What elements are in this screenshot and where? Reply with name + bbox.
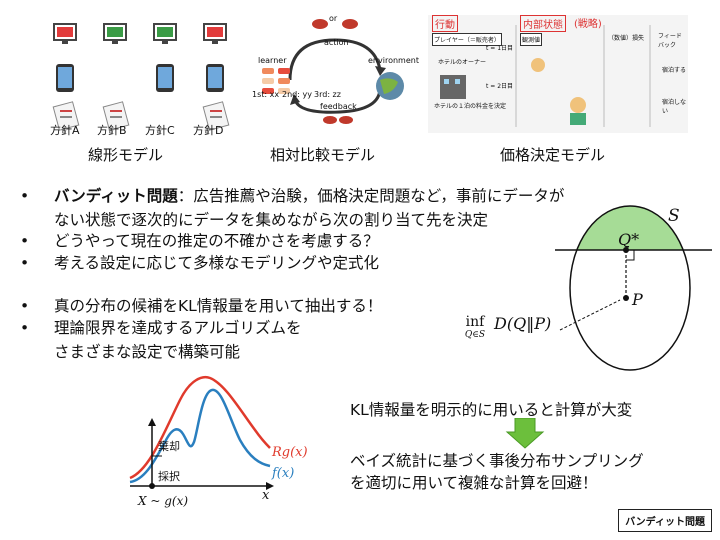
buzzer-icon bbox=[339, 116, 353, 124]
rejection-sampling-plot bbox=[129, 376, 274, 490]
document-icon bbox=[202, 101, 230, 131]
loss-column-header: （数値）損失 bbox=[608, 35, 645, 42]
rank-2: 2nd: yy bbox=[282, 90, 312, 99]
reject-label: 棄却 bbox=[158, 440, 180, 453]
accept-label: 採択 bbox=[158, 470, 180, 483]
monitor-icon bbox=[103, 23, 127, 44]
day2-label: t = 2日目 bbox=[486, 83, 514, 90]
distribution-ellipse bbox=[569, 205, 691, 371]
p-point bbox=[623, 295, 629, 301]
q-star-label: Q* bbox=[618, 230, 640, 249]
bayes-sampling-text: ベイズ統計に基づく事後分布サンプリング bbox=[350, 452, 644, 470]
learner-label: learner bbox=[258, 56, 287, 65]
monitor-icon bbox=[153, 23, 177, 44]
relative-model-figure: or action learner environment feedback 1… bbox=[250, 10, 420, 140]
formula-inf: inf bbox=[465, 314, 485, 330]
relative-model-diagram bbox=[262, 19, 404, 124]
kl-formula-operator: inf Q∈S bbox=[458, 314, 492, 340]
hotel-icon bbox=[440, 75, 466, 99]
linear-model-caption: 線形モデル bbox=[88, 146, 164, 164]
bullet-1-continuation: ない状態で逐次的にデータを集めながら次の割り当て先を決定 bbox=[54, 211, 489, 229]
person-icon bbox=[570, 97, 586, 113]
buzzer-icon bbox=[323, 116, 337, 124]
document-icon bbox=[52, 101, 80, 131]
no-stay-label: 宿泊しない bbox=[662, 99, 687, 115]
set-s-label: S bbox=[668, 206, 680, 226]
kl-formula: D(Q‖P) bbox=[494, 314, 552, 333]
f-curve bbox=[129, 388, 271, 484]
sample-distribution-label: X ~ g(x) bbox=[138, 494, 189, 508]
bullet-3-text: 考える設定に応じて多様なモデリングや定式化 bbox=[54, 254, 380, 272]
rank-3: 3rd: zz bbox=[314, 90, 341, 99]
document-icon bbox=[102, 101, 130, 131]
sushi-icon bbox=[262, 68, 290, 94]
player-column-header: プレイヤー（＝販売者） bbox=[432, 33, 502, 46]
person-icon bbox=[531, 58, 545, 72]
phone-icon bbox=[56, 64, 74, 92]
strategy-tag: (戦略) bbox=[574, 19, 602, 30]
pricing-decoration bbox=[440, 25, 651, 127]
x-axis-label: x bbox=[262, 488, 270, 503]
avoid-computation-text: を適切に用いて複雑な計算を回避！ bbox=[350, 474, 598, 492]
bullet-5-continuation: さまざまな設定で構築可能 bbox=[54, 343, 241, 361]
bullet-5-text: 理論限界を達成するアルゴリズムを bbox=[54, 319, 302, 337]
formula-subscript: Q∈S bbox=[464, 330, 486, 340]
relative-model-caption: 相対比較モデル bbox=[270, 146, 376, 164]
policy-b-label: 方針B bbox=[97, 124, 127, 137]
phone-icon bbox=[206, 64, 224, 92]
rg-label: Rg(x) bbox=[272, 445, 308, 460]
pricing-model-figure: 行動 内部状態 (戦略) プレイヤー（＝販売者） 観測値 （数値）損失 フィード… bbox=[428, 15, 688, 133]
day1-label: t = 1日目 bbox=[486, 45, 514, 52]
policy-a-label: 方針A bbox=[50, 124, 80, 137]
monitor-icon bbox=[53, 23, 77, 44]
policy-c-label: 方針C bbox=[145, 124, 175, 137]
internal-state-tag: 内部状態 bbox=[520, 15, 566, 32]
bullet-1-text: ：広告推薦や治験，価格決定問題など，事前にデータが bbox=[177, 187, 565, 205]
hotel-owner-label: ホテルのオーナー bbox=[438, 59, 487, 66]
or-label: or bbox=[329, 14, 338, 23]
linear-model-figure: 方針A 方針B 方針C 方針D bbox=[40, 10, 240, 150]
pricing-model-caption: 価格決定モデル bbox=[500, 146, 606, 164]
observation-column-header: 観測値 bbox=[520, 33, 543, 46]
environment-label: environment bbox=[368, 56, 419, 65]
p-label: P bbox=[632, 290, 643, 309]
phone-icon bbox=[156, 64, 174, 92]
monitor-icon bbox=[203, 23, 227, 44]
bullet-2-text: どうやって現在の推定の不確かさを考慮する？ bbox=[54, 232, 379, 250]
stay-label: 宿泊する bbox=[662, 67, 687, 74]
bullet-4-text: 真の分布の候補をKL情報量を用いて抽出する！ bbox=[54, 297, 383, 315]
feedback-label: feedback bbox=[320, 102, 357, 111]
action-label: action bbox=[324, 38, 349, 47]
bandit-problem-term: バンディット問題 bbox=[54, 187, 178, 205]
kl-projection-diagram bbox=[555, 205, 712, 371]
formula-pointer bbox=[559, 299, 621, 331]
sample-point bbox=[149, 483, 155, 489]
kl-hard-text: KL情報量を明示的に用いると計算が大変 bbox=[350, 401, 633, 419]
hotel-price-label: ホテルの１泊の料金を決定 bbox=[434, 103, 507, 110]
buzzer-icon bbox=[342, 19, 358, 29]
policy-d-label: 方針D bbox=[193, 124, 224, 137]
action-tag: 行動 bbox=[432, 15, 458, 32]
down-arrow-icon bbox=[505, 418, 545, 449]
feedback-column-header: フィードバック bbox=[658, 33, 682, 49]
linear-model-icons bbox=[52, 23, 230, 131]
footer-tag: バンディット問題 bbox=[618, 509, 712, 532]
rg-curve bbox=[129, 376, 271, 480]
buzzer-icon bbox=[312, 19, 328, 29]
rank-1: 1st: xx bbox=[252, 90, 280, 99]
f-label: f(x) bbox=[272, 466, 295, 481]
q-star-point bbox=[623, 247, 629, 253]
